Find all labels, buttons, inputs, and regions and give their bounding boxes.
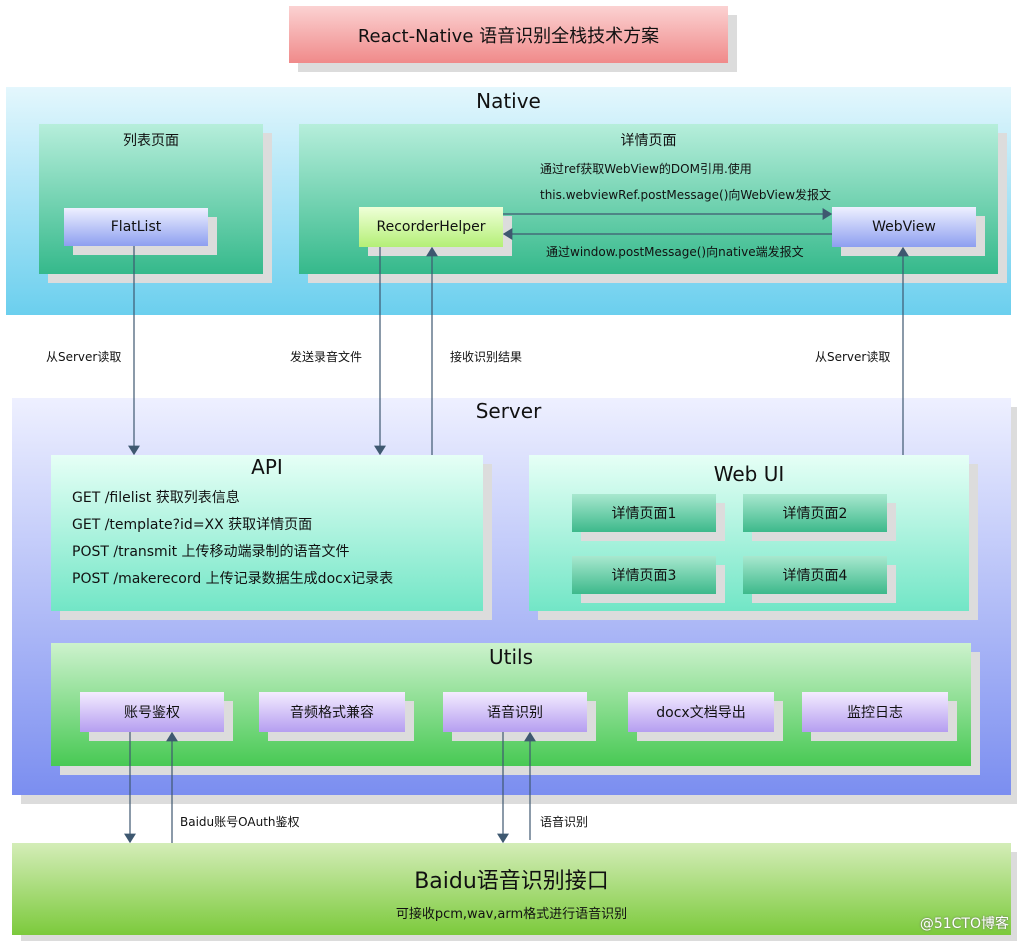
note-post-webview: this.webviewRef.postMessage()向WebView发报文 xyxy=(540,188,832,202)
util-monitor-log: 监控日志 xyxy=(802,692,948,732)
recorder-helper-node: RecorderHelper xyxy=(359,207,503,247)
detail-page-1: 详情页面1 xyxy=(572,494,716,532)
note-ref: 通过ref获取WebView的DOM引用.使用 xyxy=(540,162,752,176)
detail-page-title: 详情页面 xyxy=(620,133,677,149)
detail-page-4: 详情页面4 xyxy=(743,556,887,594)
detail-page-3: 详情页面3 xyxy=(572,556,716,594)
utils-title: Utils xyxy=(488,645,533,669)
api-template: GET /template?id=XX 获取详情页面 xyxy=(72,517,313,533)
detail-page-2: 详情页面2 xyxy=(743,494,887,532)
baidu-subtitle: 可接收pcm,wav,arm格式进行语音识别 xyxy=(395,907,628,922)
util-auth: 账号鉴权 xyxy=(80,692,224,732)
list-page-box xyxy=(39,124,263,274)
webui-title: Web UI xyxy=(713,462,785,486)
api-filelist: GET /filelist 获取列表信息 xyxy=(72,490,240,506)
native-title: Native xyxy=(476,89,541,113)
list-page-title: 列表页面 xyxy=(123,133,179,149)
edge-label-read-webview: 从Server读取 xyxy=(815,350,891,364)
baidu-title: Baidu语音识别接口 xyxy=(414,869,609,894)
detail-page-box xyxy=(299,124,998,274)
api-title: API xyxy=(251,455,283,479)
server-title: Server xyxy=(475,399,542,423)
api-makerecord: POST /makerecord 上传记录数据生成docx记录表 xyxy=(72,571,394,587)
api-transmit: POST /transmit 上传移动端录制的语音文件 xyxy=(72,544,350,560)
note-post-native: 通过window.postMessage()向native端发报文 xyxy=(546,245,804,259)
util-audio-format: 音频格式兼容 xyxy=(259,692,405,732)
util-speech-recognition: 语音识别 xyxy=(443,692,587,732)
baidu-api-box xyxy=(12,843,1011,935)
edge-label-send-audio: 发送录音文件 xyxy=(290,350,363,364)
webview-node: WebView xyxy=(832,207,976,247)
edge-label-receive-result: 接收识别结果 xyxy=(450,350,523,364)
api-box xyxy=(51,455,483,611)
util-docx-export: docx文档导出 xyxy=(628,692,774,732)
edge-label-asr: 语音识别 xyxy=(540,815,589,829)
edge-label-read-list: 从Server读取 xyxy=(46,350,122,364)
watermark: @51CTO博客 xyxy=(919,916,1009,932)
flatlist-node: FlatList xyxy=(64,208,208,246)
edge-label-oauth: Baidu账号OAuth鉴权 xyxy=(180,815,300,829)
diagram-title: React-Native 语音识别全栈技术方案 xyxy=(289,6,728,63)
